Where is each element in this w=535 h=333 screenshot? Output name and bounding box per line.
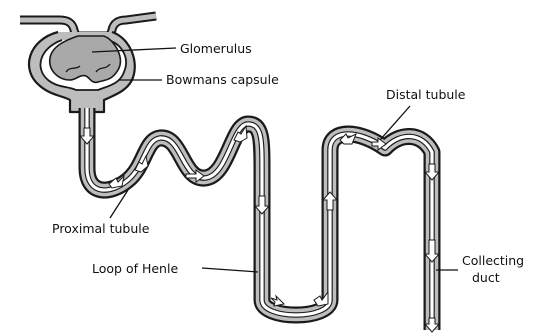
label-collecting-duct-line1: Collecting	[462, 253, 524, 268]
label-collecting-duct-line2: duct	[472, 270, 500, 285]
label-distal-tubule: Distal tubule	[386, 87, 466, 102]
loop-of-henle-leader	[202, 268, 258, 272]
flow-arrow	[314, 292, 328, 306]
label-bowmans-capsule: Bowmans capsule	[166, 72, 279, 87]
label-glomerulus: Glomerulus	[180, 41, 252, 56]
label-proximal-tubule: Proximal tubule	[52, 221, 150, 236]
flow-arrow	[109, 176, 124, 188]
label-loop-of-henle: Loop of Henle	[92, 261, 178, 276]
